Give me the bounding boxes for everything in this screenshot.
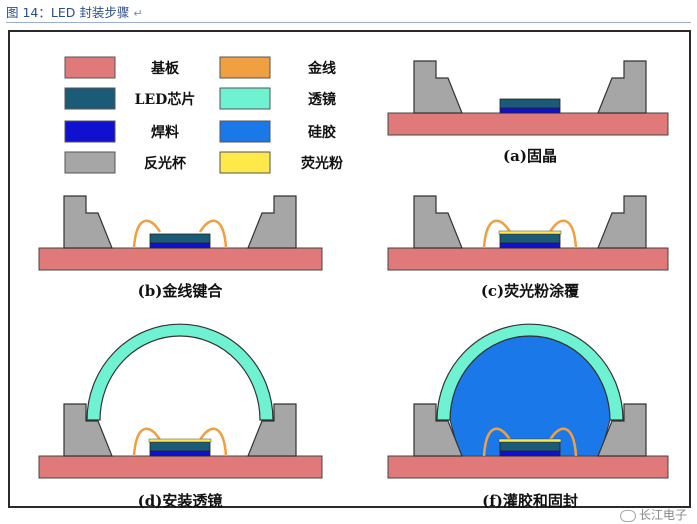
lens-shell	[436, 323, 624, 421]
led-chip	[149, 233, 211, 244]
solder-layer	[149, 242, 211, 249]
reflector-cup-right	[597, 195, 647, 249]
reflector-cup-left	[63, 403, 113, 457]
legend-label-phosphor: 荧光粉	[301, 155, 343, 172]
reflector-cup-right	[597, 403, 647, 457]
solder-layer	[499, 450, 561, 457]
legend-label-solder: 焊料	[151, 124, 179, 141]
watermark: 长江电子	[619, 506, 687, 523]
legend-label-wire: 金线	[307, 60, 336, 77]
step-label-c: (c)荧光粉涂覆	[481, 282, 580, 300]
gold-wire-left	[482, 427, 512, 457]
watermark-text: 长江电子	[638, 508, 687, 522]
reflector-cup-left	[413, 60, 463, 114]
legend-label-cup: 反光杯	[144, 155, 187, 172]
silicone-swatch	[219, 120, 271, 143]
legend-label-chip: LED芯片	[135, 91, 196, 108]
step-label-b: (b)金线键合	[138, 282, 224, 300]
substrate	[38, 455, 323, 479]
figure-title: 图 14：LED 封装步骤↵	[6, 2, 143, 21]
legend-item-chip: LED芯片	[64, 87, 196, 110]
return-mark: ↵	[133, 7, 143, 20]
gold-wire-left	[132, 219, 162, 249]
substrate	[38, 247, 323, 271]
reflector-cup-right	[597, 60, 647, 114]
step-label-d: (d)安装透镜	[138, 492, 223, 510]
gold-wire-left	[482, 219, 512, 249]
legend-item-cup: 反光杯	[64, 151, 187, 174]
legend-item-solder: 焊料	[64, 120, 179, 143]
solder-layer	[499, 242, 561, 249]
phosphor-layer	[148, 438, 212, 443]
gold-wire-left	[132, 427, 162, 457]
gold-wire-right	[198, 427, 228, 457]
legend-item-silicone: 硅胶	[219, 120, 336, 143]
step-panel-a: (a)固晶	[387, 60, 669, 165]
substrate-swatch	[64, 56, 116, 79]
gold-wire-right	[548, 427, 578, 457]
step-panel-d: (d)安装透镜	[38, 323, 323, 510]
diagram-frame	[8, 30, 691, 508]
lens-swatch	[219, 87, 271, 110]
step-label-a: (a)固晶	[503, 147, 557, 165]
phosphor-layer	[498, 230, 562, 235]
legend-label-silicone: 硅胶	[308, 124, 336, 141]
step-panel-c: (c)荧光粉涂覆	[387, 195, 669, 300]
legend-item-lens: 透镜	[219, 87, 336, 110]
phosphor-swatch	[219, 151, 271, 174]
gold-wire-right	[548, 219, 578, 249]
legend-label-substrate: 基板	[151, 60, 180, 77]
step-panel-f: (f)灌胶和固封	[387, 323, 669, 510]
led-chip	[499, 441, 561, 452]
gold-wire-right	[198, 219, 228, 249]
led-chip	[499, 98, 561, 109]
wechat-icon	[619, 509, 636, 522]
legend-item-substrate: 基板	[64, 56, 180, 79]
reflector-cup-left	[63, 195, 113, 249]
lens-shell	[86, 323, 274, 421]
figure-title-text: 图 14：LED 封装步骤	[6, 5, 130, 20]
reflector-cup-right	[247, 195, 297, 249]
legend-item-wire: 金线	[219, 56, 336, 79]
substrate	[387, 455, 669, 479]
legend-item-phosphor: 荧光粉	[219, 151, 343, 174]
substrate	[387, 112, 669, 136]
step-panels: (a)固晶 (b)金线键合 (c)荧光粉涂覆 (d)安装透镜 (f)灌胶和固封	[38, 60, 669, 510]
step-label-f: (f)灌胶和固封	[482, 492, 578, 510]
reflector-cup-left	[413, 403, 463, 457]
solder-swatch	[64, 120, 116, 143]
reflector-cup-swatch	[64, 151, 116, 174]
reflector-cup-left	[413, 195, 463, 249]
title-divider	[6, 22, 691, 23]
phosphor-layer	[498, 438, 562, 443]
led-chip	[149, 441, 211, 452]
legend-label-lens: 透镜	[308, 91, 336, 108]
solder-layer	[149, 450, 211, 457]
gold-wire-swatch	[219, 56, 271, 79]
led-chip	[499, 233, 561, 244]
substrate	[387, 247, 669, 271]
step-panel-b: (b)金线键合	[38, 195, 323, 300]
led-chip-swatch	[64, 87, 116, 110]
solder-layer	[499, 107, 561, 114]
reflector-cup-right	[247, 403, 297, 457]
